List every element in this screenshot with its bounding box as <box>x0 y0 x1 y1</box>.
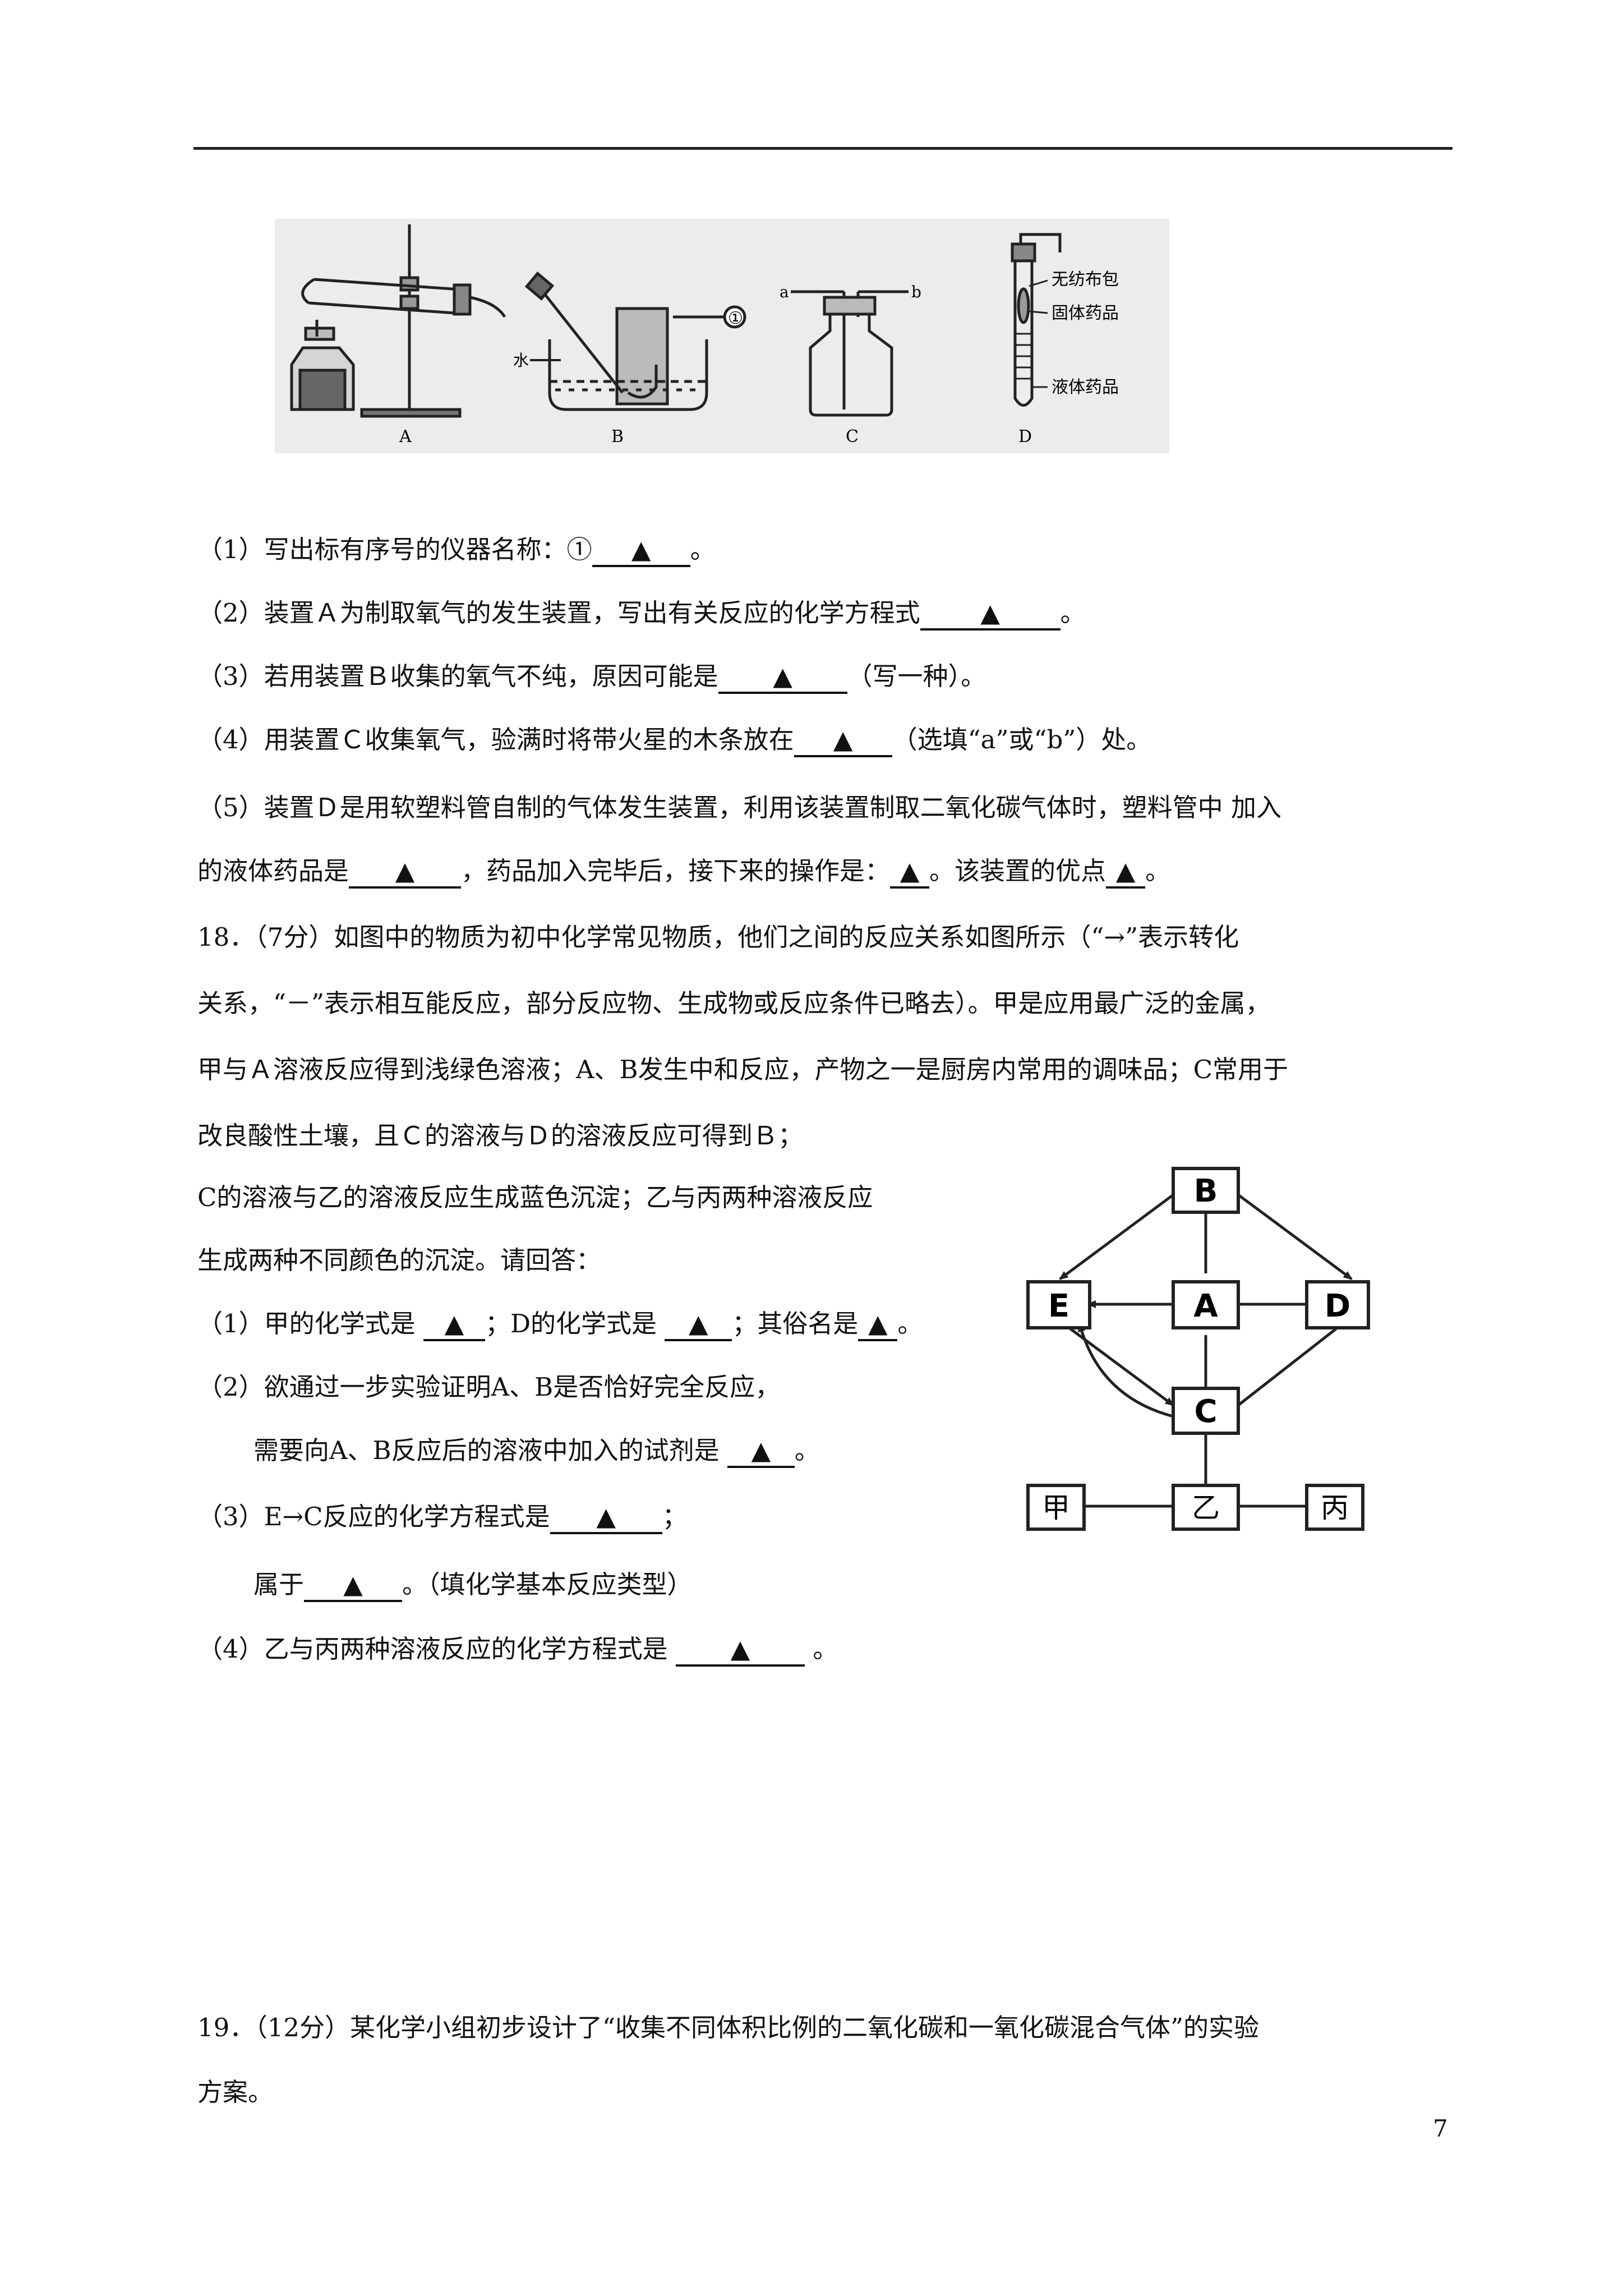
apparatus-figure: ① 水 a b 无纺布包 固体药品 液体药品 A B C D <box>275 219 1169 453</box>
q18-sub-4: （4）乙与丙两种溶液反应的化学方程式是 ▲ 。 <box>197 1632 838 1667</box>
node-e: E <box>1048 1288 1069 1324</box>
q17-item-5: （5）装置Ｄ是用软塑料管自制的气体发生装置，利用该装置制取二氧化碳气体时，塑料管… <box>197 793 1281 822</box>
q19-stem-1: 19．（12分）某化学小组初步设计了“收集不同体积比例的二氧化碳和一氧化碳混合气… <box>197 2013 1260 2042</box>
q18-sub-3-cont: 属于▲。（填化学基本反应类型） <box>253 1568 693 1602</box>
answer-blank[interactable]: ▲ <box>550 1502 662 1534</box>
water-label: 水 <box>513 351 529 370</box>
port-a-label: a <box>780 283 789 301</box>
q17-item-5-cont: 的液体药品是▲，药品加入完毕后，接下来的操作是：▲。该装置的优点▲。 <box>197 854 1170 889</box>
header-rule <box>193 147 1453 150</box>
q18-stem-5: C的溶液与乙的溶液反应生成蓝色沉淀；乙与丙两种溶液反应 <box>197 1182 873 1212</box>
q18-stem-4: 改良酸性土壤，且Ｃ的溶液与Ｄ的溶液反应可得到Ｂ； <box>197 1121 804 1151</box>
answer-blank[interactable]: ▲ <box>920 598 1061 631</box>
answer-blank[interactable]: ▲ <box>794 725 892 757</box>
answer-blank[interactable]: ▲ <box>718 661 847 694</box>
q18-sub-2-cont: 需要向A、B反应后的溶液中加入的试剂是 ▲。 <box>253 1434 820 1468</box>
answer-blank[interactable]: ▲ <box>349 856 462 889</box>
node-a: A <box>1193 1288 1218 1324</box>
cloth-bag-label: 无纺布包 <box>1052 270 1119 289</box>
q17-item-4: （4）用装置Ｃ收集氧气，验满时将带火星的木条放在▲（选填“a”或“b”）处。 <box>197 723 1151 757</box>
circle-1-label: ① <box>728 309 743 328</box>
answer-blank[interactable]: ▲ <box>665 1309 732 1341</box>
node-b: B <box>1194 1173 1218 1209</box>
device-b-label: B <box>611 427 624 447</box>
answer-blank[interactable]: ▲ <box>304 1570 403 1602</box>
q18-sub-1: （1）甲的化学式是 ▲；D的化学式是 ▲；其俗名是▲。 <box>197 1307 923 1341</box>
q18-sub-3: （3）E→C反应的化学方程式是▲； <box>197 1500 688 1534</box>
answer-blank[interactable]: ▲ <box>423 1309 485 1341</box>
device-c-label: C <box>846 427 859 447</box>
answer-blank[interactable]: ▲ <box>1106 856 1146 889</box>
page-number: 7 <box>1433 2115 1448 2142</box>
q18-sub-2: （2）欲通过一步实验证明A、B是否恰好完全反应， <box>197 1372 781 1402</box>
node-jia: 甲 <box>1042 1492 1070 1524</box>
q17-item-2: （2）装置Ａ为制取氧气的发生装置，写出有关反应的化学方程式▲。 <box>197 596 1086 631</box>
node-yi: 乙 <box>1192 1492 1220 1524</box>
answer-blank[interactable]: ▲ <box>727 1435 795 1468</box>
port-b-label: b <box>911 283 921 301</box>
q18-stem-6: 生成两种不同颜色的沉淀。请回答： <box>197 1245 602 1275</box>
answer-blank[interactable]: ▲ <box>890 856 930 889</box>
answer-blank[interactable]: ▲ <box>858 1309 898 1341</box>
answer-blank[interactable]: ▲ <box>592 535 690 567</box>
solid-reagent-label: 固体药品 <box>1052 303 1119 323</box>
node-bing: 丙 <box>1321 1492 1349 1524</box>
liquid-reagent-label: 液体药品 <box>1052 378 1119 397</box>
device-d-label: D <box>1018 427 1032 447</box>
q17-item-1: （1）写出标有序号的仪器名称：①▲。 <box>197 533 716 567</box>
answer-blank[interactable]: ▲ <box>675 1634 805 1667</box>
q19-stem-2: 方案。 <box>197 2077 274 2107</box>
q17-item-3: （3）若用装置Ｂ收集的氧气不纯，原因可能是▲（写一种）。 <box>197 660 986 694</box>
node-c: C <box>1194 1393 1217 1430</box>
q18-stem-1: 18．（7分）如图中的物质为初中化学常见物质，他们之间的反应关系如图所示（“→”… <box>197 922 1239 952</box>
q18-stem-2: 关系，“－”表示相互能反应，部分反应物、生成物或反应条件已略去）。甲是应用最广泛… <box>197 988 1271 1018</box>
device-a-label: A <box>399 427 412 447</box>
reaction-diagram: B E A D C 甲 乙 丙 <box>1026 1167 1370 1531</box>
q18-stem-3: 甲与Ａ溶液反应得到浅绿色溶液；A、B发生中和反应，产物之一是厨房内常用的调味品；… <box>197 1055 1289 1084</box>
node-d: D <box>1325 1288 1350 1324</box>
